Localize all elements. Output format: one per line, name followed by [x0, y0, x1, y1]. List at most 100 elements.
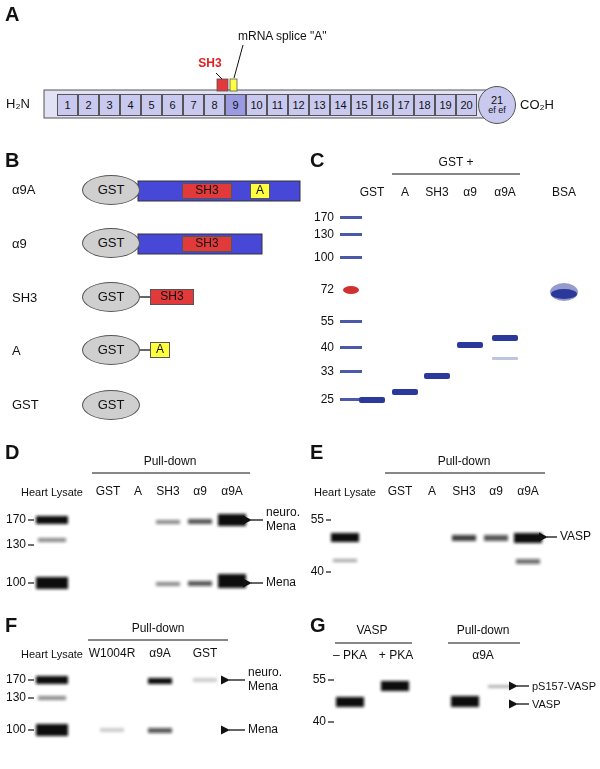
node-text: 16 [376, 99, 388, 111]
node-text: 19 [439, 99, 451, 111]
figure-label: Pull-down [457, 624, 510, 638]
figure-label: 55 [311, 513, 324, 527]
figure-label: VASP [560, 530, 591, 544]
node-text: 11 [272, 99, 283, 111]
gel-lane-part [340, 233, 362, 236]
blot-band-part [148, 728, 172, 733]
figure-label: 130 [6, 691, 26, 705]
panel-letter: F [5, 614, 17, 637]
figure-label: 100 [314, 251, 334, 265]
protein-bar-part [230, 79, 237, 91]
gel-lane-part [340, 320, 362, 323]
gel-lane-part [457, 342, 483, 348]
blot-band-part [36, 516, 68, 524]
gel-lane [340, 216, 578, 403]
construct-label: A [12, 344, 21, 359]
blot-band-part [484, 535, 508, 541]
construct-bar-part [138, 181, 300, 201]
node-text: 9 [232, 99, 238, 111]
node-text: GST [98, 290, 125, 304]
blot-band-part [38, 538, 66, 542]
figure-label: GST [360, 186, 385, 200]
figure-label: mRNA splice "A" [238, 30, 327, 44]
blot-band-part [336, 697, 364, 707]
gst-tag: GST [82, 228, 140, 258]
panel-letter: G [310, 614, 326, 637]
pointer-arrow-part [229, 729, 245, 730]
figure-label: W1004R [89, 647, 136, 661]
figure-label: pS157-VASP [532, 680, 596, 693]
header-line-part [92, 473, 250, 474]
node-text: A [256, 184, 264, 197]
sh3-domain: SH3 [150, 289, 194, 305]
node-text: 7 [190, 99, 196, 111]
blot-band-part [188, 581, 212, 586]
node-text: 8 [211, 99, 217, 111]
blot-band-part [381, 681, 409, 691]
splice-insert: A [150, 342, 170, 358]
spectrin-repeat: 16 [372, 94, 393, 116]
node-text: 13 [313, 99, 325, 111]
figure-label: 55 [321, 315, 334, 329]
protein-bar [44, 45, 490, 118]
figure-label: α9A [517, 485, 539, 499]
gel-lane-part [492, 357, 518, 360]
blot-band-part [218, 514, 246, 526]
spectrin-repeat: 10 [246, 94, 267, 116]
spectrin-repeat: 17 [393, 94, 414, 116]
header-line-part [392, 174, 520, 175]
linker-line [140, 296, 150, 298]
blot-band-part [38, 696, 66, 700]
panel-letter: E [310, 441, 323, 464]
pointer-arrow-part [251, 519, 263, 520]
figure-label: SH3 [425, 186, 448, 200]
spectrin-repeat: 20 [456, 94, 477, 116]
splice-insert: A [250, 183, 270, 199]
figure-label: Heart Lysate [21, 648, 83, 661]
node-text: 5 [148, 99, 154, 111]
header-line-part [448, 643, 520, 644]
blot-band-part [36, 676, 68, 684]
spectrin-repeat: 3 [99, 94, 120, 116]
blot-band-part [156, 582, 180, 586]
figure-label: 25 [321, 393, 334, 407]
node-text: 12 [292, 99, 304, 111]
blot-band-part [156, 520, 180, 524]
marker-tick [28, 520, 334, 730]
gst-tag: GST [82, 335, 140, 365]
blot-band-part [488, 685, 512, 688]
figure-label: 170 [6, 673, 26, 687]
blot-band-part [100, 728, 124, 732]
figure-label: 55 [313, 673, 326, 687]
node-text: 18 [418, 99, 430, 111]
figure-label: GST [193, 647, 218, 661]
figure-label: – PKA [333, 649, 367, 663]
node-text: GST [98, 343, 125, 357]
figure-label: 40 [313, 715, 326, 729]
blot-band-part [333, 559, 357, 562]
header-line-part [385, 473, 545, 474]
figure-label: 100 [6, 576, 26, 590]
gst-tag: GST [82, 282, 140, 312]
node-text: SH3 [195, 184, 218, 197]
gel-lane-part [343, 286, 359, 294]
figure-label: α9A [472, 649, 494, 663]
panel-letter: D [5, 441, 19, 464]
construct-label: GST [12, 398, 39, 413]
marker-tick-part [328, 679, 334, 680]
blot-band-part [36, 577, 68, 589]
figure-label: SH3 [452, 485, 475, 499]
node-text: 20 [460, 99, 472, 111]
gel-lane-part [359, 397, 385, 403]
figure-label: 72 [321, 283, 334, 297]
blot-band-part [36, 724, 68, 736]
ef-hand-domain: 21ef ef [478, 86, 516, 124]
gel-lane-part [340, 216, 362, 219]
gel-lane-part [340, 346, 362, 349]
node-text: 17 [397, 99, 409, 111]
construct-label: H₂N [6, 97, 30, 112]
construct-bar-part [138, 234, 262, 254]
figure-label: Mena [266, 576, 296, 590]
construct-label: CO₂H [520, 98, 554, 113]
